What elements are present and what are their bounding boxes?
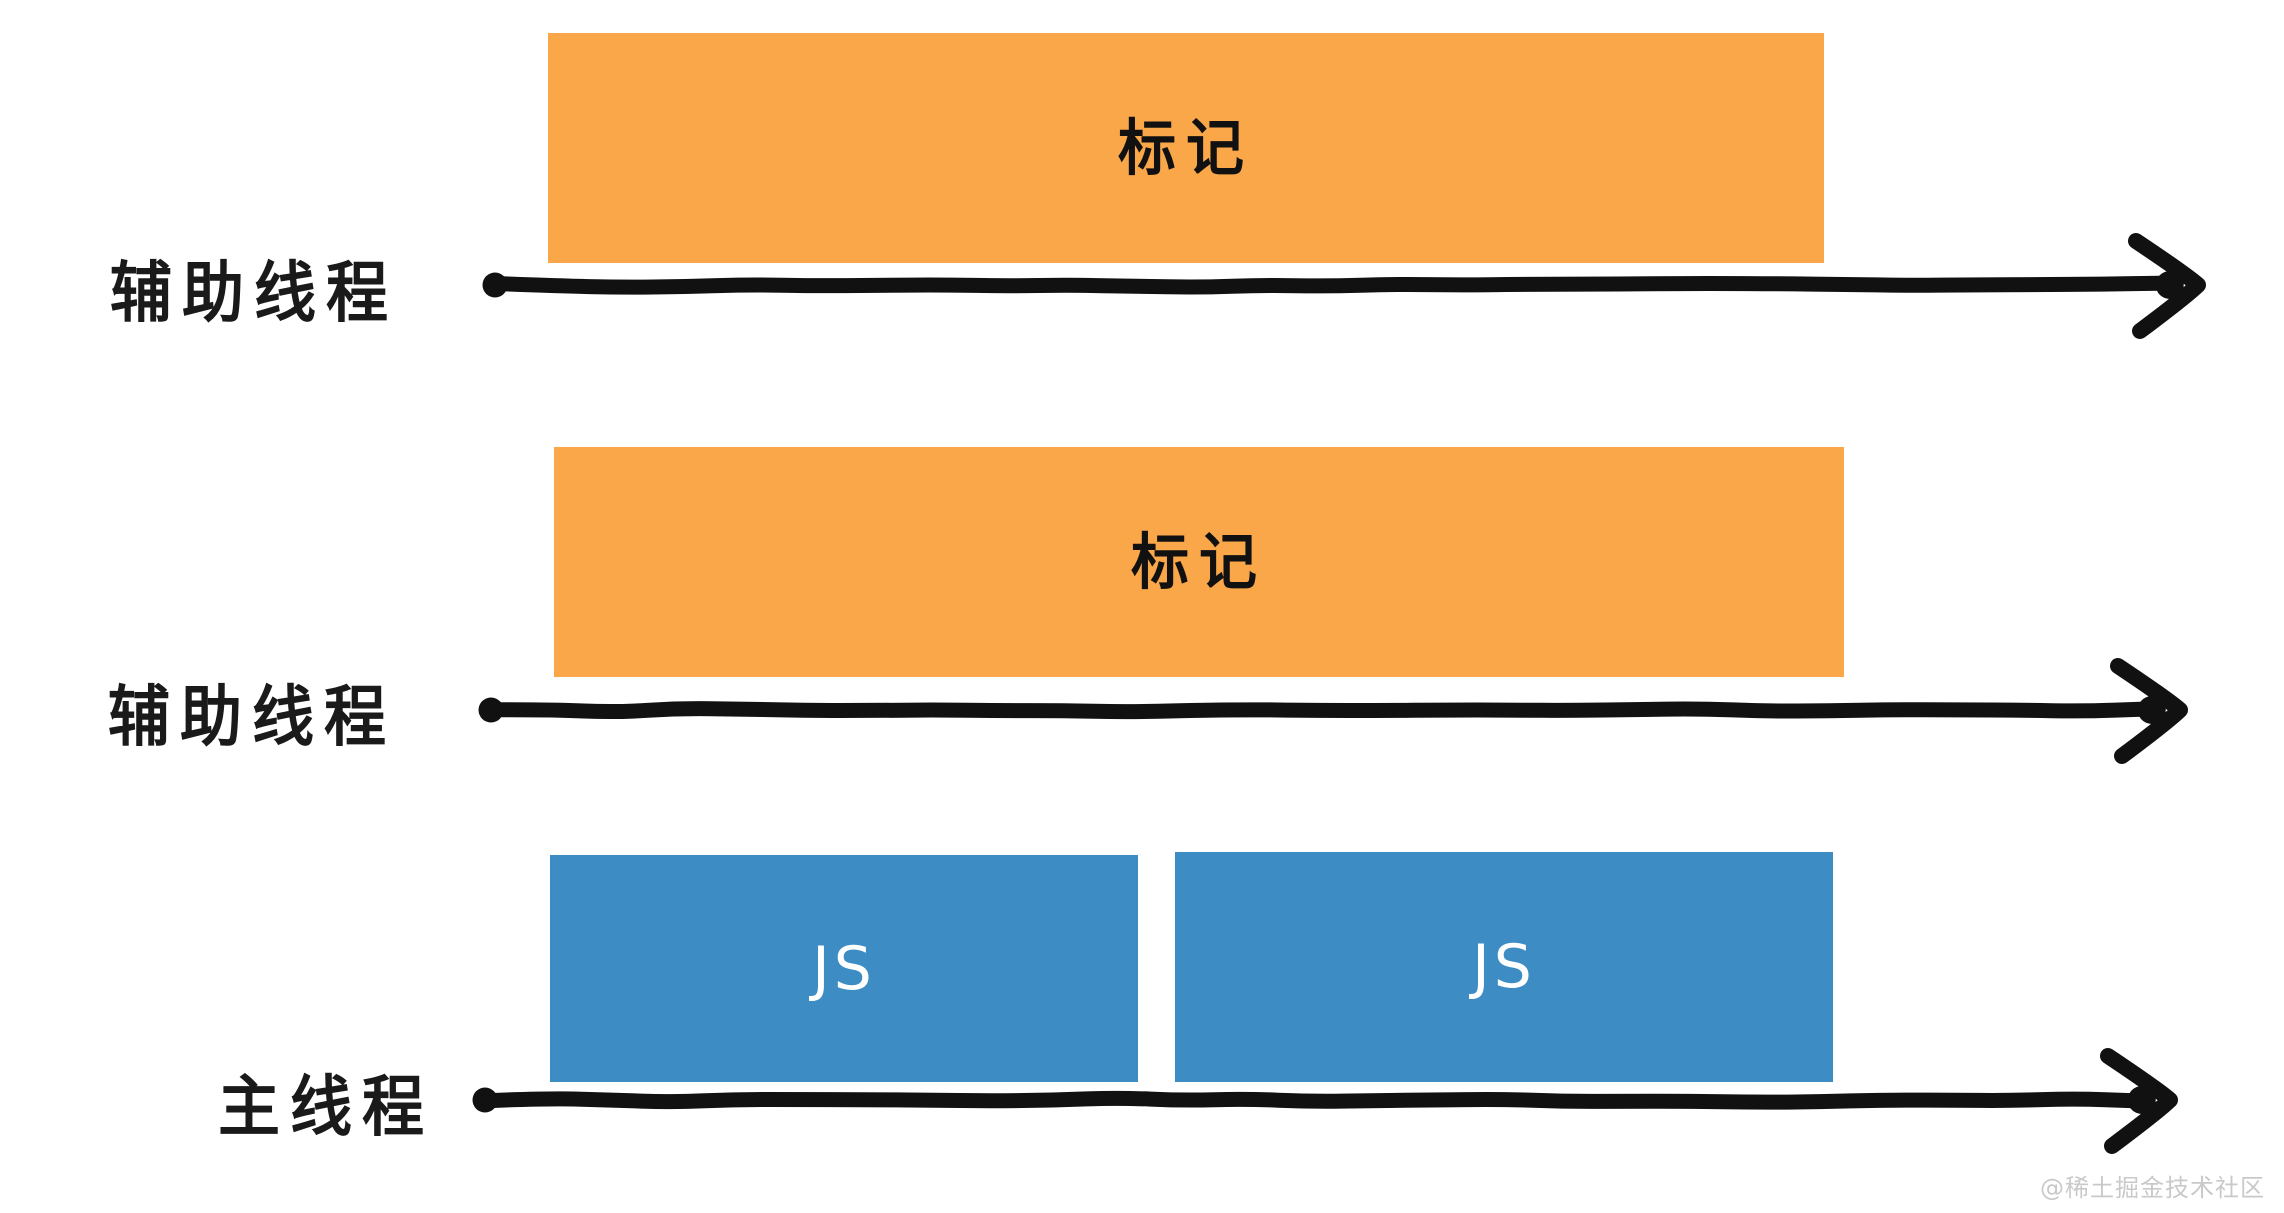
mark-task-block: 标记: [548, 33, 1824, 263]
lane-label-main-thread: 主线程: [218, 1067, 435, 1146]
lane-label-aux-thread-1: 辅助线程: [110, 253, 399, 332]
js-block-label: JS: [1472, 932, 1536, 1002]
lane-label-aux-thread-2: 辅助线程: [108, 677, 397, 756]
mark-task-block: 标记: [554, 447, 1844, 677]
js-task-block: JS: [550, 855, 1138, 1082]
js-task-block: JS: [1175, 852, 1833, 1082]
mark-block-label: 标记: [1117, 112, 1254, 184]
js-block-label: JS: [812, 933, 876, 1004]
timeline-axis-aux-thread-2: [478, 658, 2188, 764]
mark-block-label: 标记: [1130, 526, 1267, 598]
watermark: @稀土掘金技术社区: [2040, 1174, 2265, 1202]
